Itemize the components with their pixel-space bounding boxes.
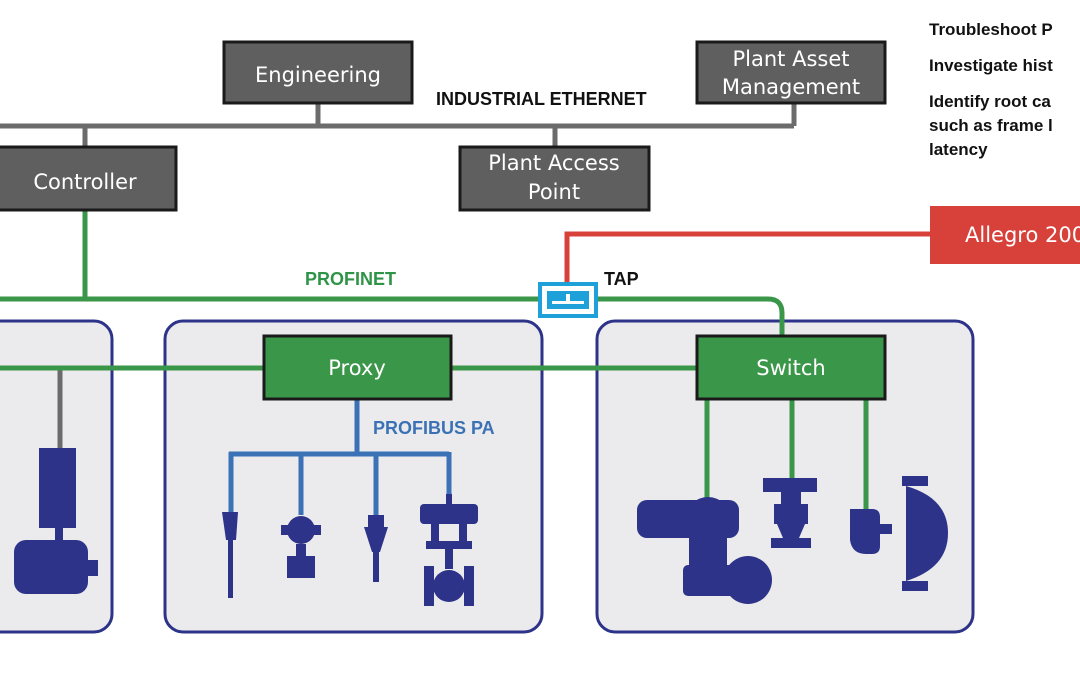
sensor-probe-icon [222, 512, 238, 598]
plant-asset-management-box[interactable]: Plant Asset Management [695, 40, 887, 105]
plant-access-point-label-line2: Point [528, 180, 580, 204]
robot-arm-icon [637, 497, 772, 604]
controller-label: Controller [33, 170, 137, 194]
tap-label: TAP [604, 269, 639, 289]
centrifugal-pump-icon [850, 476, 948, 591]
engineering-label: Engineering [255, 63, 381, 87]
switch-label: Switch [756, 356, 825, 380]
industrial-ethernet-label: INDUSTRIAL ETHERNET [436, 89, 647, 109]
transmitter-icon [364, 515, 388, 582]
side-panel-item-1: Troubleshoot P [929, 20, 1053, 39]
allegro-link-line [564, 231, 930, 285]
side-panel-item-3-line1: Identify root ca [929, 92, 1051, 111]
flow-meter-icon [281, 516, 321, 578]
profinet-label: PROFINET [305, 269, 396, 289]
side-panel-item-2: Investigate hist [929, 56, 1053, 75]
plant-access-point-label-line1: Plant Access [488, 151, 619, 175]
motor-icon [14, 448, 98, 594]
profibus-lines [228, 399, 452, 515]
industrial-ethernet-lines [0, 104, 797, 448]
allegro-label: Allegro 200 [965, 223, 1080, 247]
proxy-box[interactable]: Proxy [262, 334, 453, 401]
engineering-box[interactable]: Engineering [222, 40, 414, 105]
control-valve-icon [420, 494, 478, 606]
side-panel-item-3-line3: latency [929, 140, 988, 159]
allegro-box[interactable]: Allegro 200 [930, 206, 1080, 264]
profibus-pa-label: PROFIBUS PA [373, 418, 495, 438]
controller-box[interactable]: Controller [0, 145, 178, 212]
pump-icon [763, 478, 817, 548]
plant-asset-management-label-line1: Plant Asset [733, 47, 850, 71]
plant-asset-management-label-line2: Management [722, 75, 860, 99]
profinet-lines [0, 211, 869, 510]
side-panel-item-3-line2: such as frame l [929, 116, 1053, 135]
proxy-label: Proxy [328, 356, 386, 380]
plant-access-point-box[interactable]: Plant Access Point [458, 145, 651, 212]
switch-box[interactable]: Switch [695, 334, 887, 401]
tap-device-icon[interactable] [538, 282, 598, 318]
